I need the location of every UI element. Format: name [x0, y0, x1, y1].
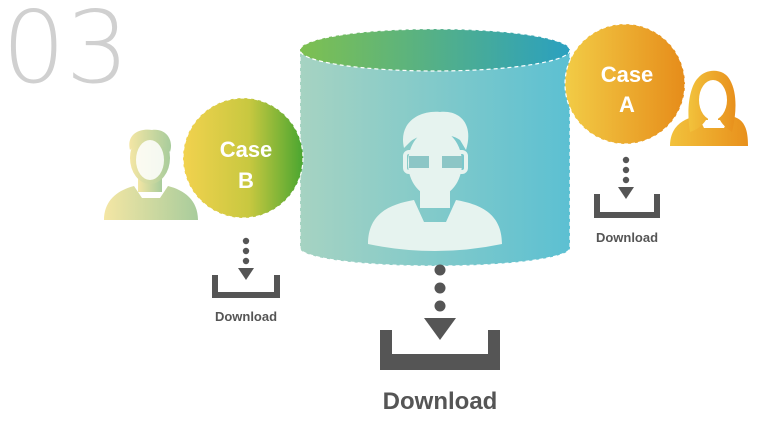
case-b-download-icon: [212, 237, 280, 298]
case-b-label-line1: Case: [220, 137, 273, 162]
case-b-label-line2: B: [238, 168, 254, 193]
case-a-label-line1: Case: [601, 62, 654, 87]
step-number: 03: [2, 0, 129, 106]
case-b-download-label: Download: [215, 309, 277, 324]
center-download-icon: [380, 264, 500, 370]
woman-icon: [670, 70, 748, 146]
man-icon: [104, 129, 198, 220]
man-with-glasses-icon: [368, 111, 502, 251]
case-b-circle: Case B: [182, 97, 304, 219]
case-a-circle: Case A: [564, 23, 686, 145]
case-a-download-icon: [594, 156, 660, 218]
case-a-label-line2: A: [619, 92, 635, 117]
case-a-download-label: Download: [596, 230, 658, 245]
center-download-label: Download: [383, 388, 498, 415]
